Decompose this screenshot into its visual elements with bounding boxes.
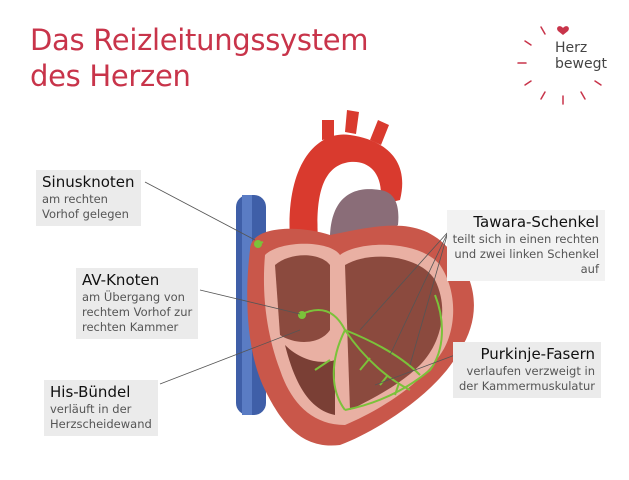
label-title: His-Bündel	[50, 383, 131, 401]
label-desc: verläuft in der	[50, 402, 132, 416]
label-av-knoten: AV-Knoten am Übergang von rechtem Vorhof…	[76, 268, 199, 339]
aorta	[289, 134, 403, 240]
label-desc: verlaufen verzweigt in	[466, 364, 595, 378]
logo-line-1: Herz	[555, 40, 588, 56]
label-desc: rechtem Vorhof zur	[82, 305, 193, 319]
label-title: Purkinje-Fasern	[480, 345, 595, 363]
title-line-1: Das Reizleitungssystem	[30, 23, 369, 57]
label-desc: am Übergang von	[82, 290, 185, 304]
his-leader-line	[159, 329, 301, 385]
tawara-leader-line-1	[359, 231, 449, 331]
purkinje-leader-line	[374, 354, 456, 386]
logo-line-2: bewegt	[555, 56, 607, 72]
label-title: AV-Knoten	[82, 271, 160, 289]
heart-icon	[557, 26, 569, 35]
label-tawara-schenkel: Tawara-Schenkel teilt sich in einen rech…	[446, 210, 605, 281]
label-sinusknoten: Sinusknoten am rechten Vorhof gelegen	[36, 170, 141, 226]
label-desc: Herzscheidewand	[50, 417, 152, 431]
label-desc: am rechten	[42, 192, 108, 206]
av-leader-line	[199, 289, 301, 315]
label-purkinje-fasern: Purkinje-Fasern verlaufen verzweigt in d…	[453, 342, 601, 398]
herz-bewegt-logo	[517, 26, 602, 105]
label-desc: und zwei linken Schenkel	[454, 247, 599, 261]
label-desc: auf	[580, 262, 599, 276]
tawara-leader-line-3	[409, 231, 449, 366]
tawara-branches	[332, 329, 421, 411]
tawara-leader-line-2	[389, 231, 449, 356]
label-desc: Vorhof gelegen	[42, 207, 129, 221]
title-line-2: des Herzen	[30, 59, 191, 93]
sinus-leader-line	[144, 181, 256, 241]
label-his-buendel: His-Bündel verläuft in der Herzscheidewa…	[44, 380, 158, 436]
purkinje-fibers	[314, 294, 443, 411]
label-desc: teilt sich in einen rechten	[452, 232, 599, 246]
label-title: Tawara-Schenkel	[473, 213, 599, 231]
label-desc: der Kammermuskulatur	[459, 379, 595, 393]
label-desc: rechten Kammer	[82, 320, 179, 334]
label-title: Sinusknoten	[42, 173, 135, 191]
